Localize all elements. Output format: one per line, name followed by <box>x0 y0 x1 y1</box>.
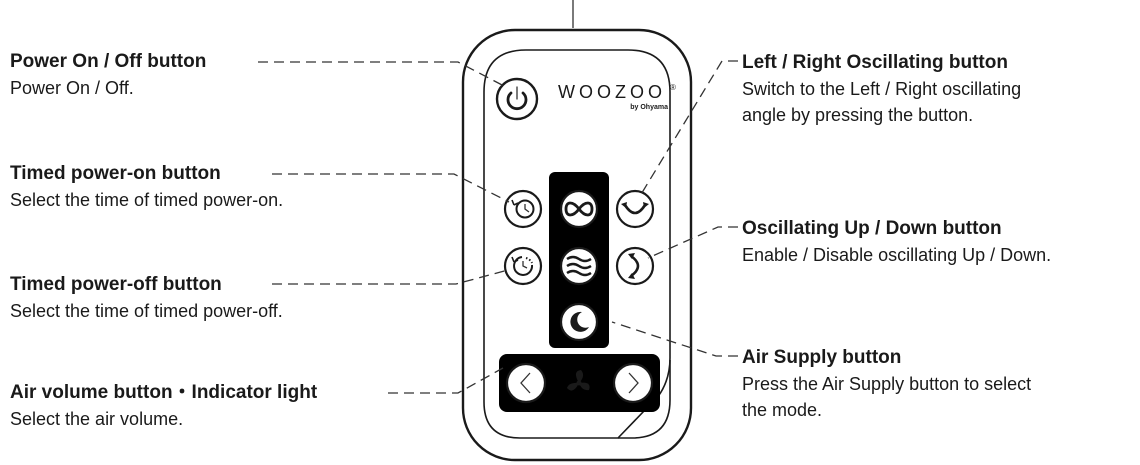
clock-dotted-icon <box>511 256 534 276</box>
fan-icon <box>567 370 590 391</box>
callout-desc-line-1: Press the Air Supply button to select <box>742 374 1032 394</box>
brand-logo: WOOZOO <box>558 82 666 102</box>
up-down-oscillating-button[interactable] <box>615 246 655 286</box>
moon-icon <box>570 311 589 332</box>
remote-body-inner <box>483 49 671 439</box>
air-volume-down-button[interactable] <box>505 362 547 404</box>
wind-mode-button[interactable] <box>559 246 599 286</box>
leader-left-right <box>639 60 738 197</box>
leader-air-supply <box>611 321 738 357</box>
callout-title: Air Supply button <box>742 347 902 368</box>
continuous-button[interactable] <box>559 189 599 229</box>
power-icon <box>506 86 528 111</box>
leader-power <box>258 61 505 87</box>
timed-power-off-button[interactable] <box>503 246 543 286</box>
power-button[interactable] <box>495 77 539 121</box>
remote-body-corner <box>618 360 671 439</box>
timed-power-on-button[interactable] <box>503 189 543 229</box>
brand-mark: ® <box>670 83 676 92</box>
oscillate-up-down-icon <box>628 253 640 279</box>
callout-desc: Enable / Disable oscillating Up / Down. <box>742 245 1052 265</box>
wind-icon <box>566 255 592 277</box>
infinity-icon <box>564 201 594 217</box>
callout-title: Timed power-off button <box>10 274 222 295</box>
callout-desc: Select the air volume. <box>10 409 184 429</box>
callout-desc-line-1: Switch to the Left / Right oscillating <box>742 79 1022 99</box>
callout-desc-line-2: the mode. <box>742 400 823 420</box>
leader-up-down <box>647 226 738 259</box>
callout-title: Oscillating Up / Down button <box>742 218 1002 239</box>
chevron-left-icon <box>520 372 531 394</box>
leader-timed-on <box>272 173 510 203</box>
leader-timed-off <box>272 269 509 285</box>
callout-title: Left / Right Oscillating button <box>742 52 1008 73</box>
clock-icon <box>511 199 535 219</box>
callout-air-volume: Air volume button・Indicator light Select… <box>10 380 317 432</box>
callout-air-supply: Air Supply button Press the Air Supply b… <box>742 345 1031 423</box>
left-right-oscillating-button[interactable] <box>615 189 655 229</box>
callout-title: Power On / Off button <box>10 51 207 72</box>
callout-left-right: Left / Right Oscillating button Switch t… <box>742 50 1021 128</box>
chevron-right-icon <box>628 372 639 394</box>
callout-desc: Select the time of timed power-on. <box>10 190 284 210</box>
callout-desc: Power On / Off. <box>10 78 134 98</box>
air-volume-up-button[interactable] <box>612 362 654 404</box>
oscillate-left-right-icon <box>621 202 649 215</box>
callout-power: Power On / Off button Power On / Off. <box>10 49 206 101</box>
brand-subtitle: by Ohyama <box>630 104 668 111</box>
callout-timed-off: Timed power-off button Select the time o… <box>10 272 283 324</box>
callout-title: Air volume button・Indicator light <box>10 382 318 403</box>
callout-title: Timed power-on button <box>10 163 221 184</box>
callout-timed-on: Timed power-on button Select the time of… <box>10 161 283 213</box>
leader-air-volume <box>388 367 504 394</box>
callout-desc: Select the time of timed power-off. <box>10 301 283 321</box>
callout-up-down: Oscillating Up / Down button Enable / Di… <box>742 216 1051 268</box>
callout-desc-line-2: angle by pressing the button. <box>742 105 974 125</box>
sleep-mode-button[interactable] <box>559 302 599 342</box>
